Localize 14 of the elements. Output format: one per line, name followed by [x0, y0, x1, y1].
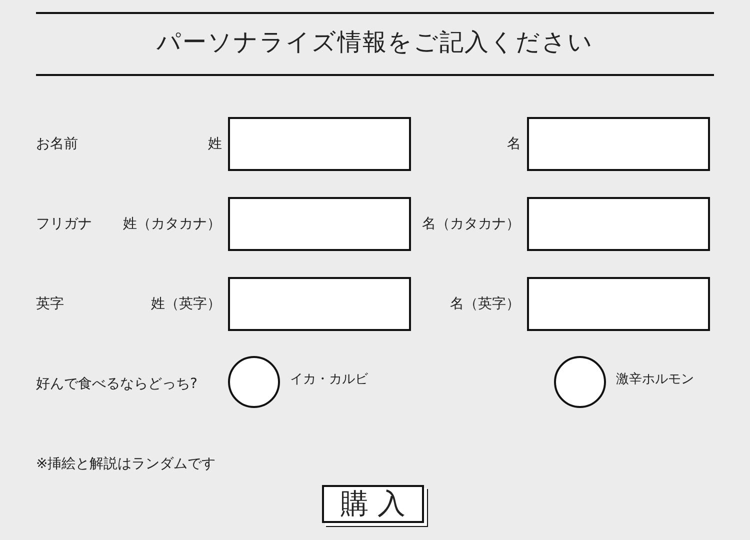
form-title: パーソナライズ情報をご記入ください [156, 27, 594, 58]
field-label: 姓 [208, 135, 222, 153]
field-label: 姓（英字） [151, 295, 221, 313]
option-label: イカ・カルビ [290, 371, 368, 389]
row-label: お名前 [36, 135, 78, 153]
row-label: 英字 [36, 295, 64, 313]
field-label: 名（カタカナ） [422, 215, 520, 233]
field-label: 名 [507, 135, 521, 153]
note-text: ※挿絵と解説はランダムです [36, 455, 216, 473]
question-text: 好んで食べるならどっち? [36, 375, 198, 393]
field-label: 名（英字） [450, 295, 520, 313]
option-label: 激辛ホルモン [616, 371, 694, 389]
row-label: フリガナ [36, 215, 92, 233]
field-label: 姓（カタカナ） [123, 215, 221, 233]
